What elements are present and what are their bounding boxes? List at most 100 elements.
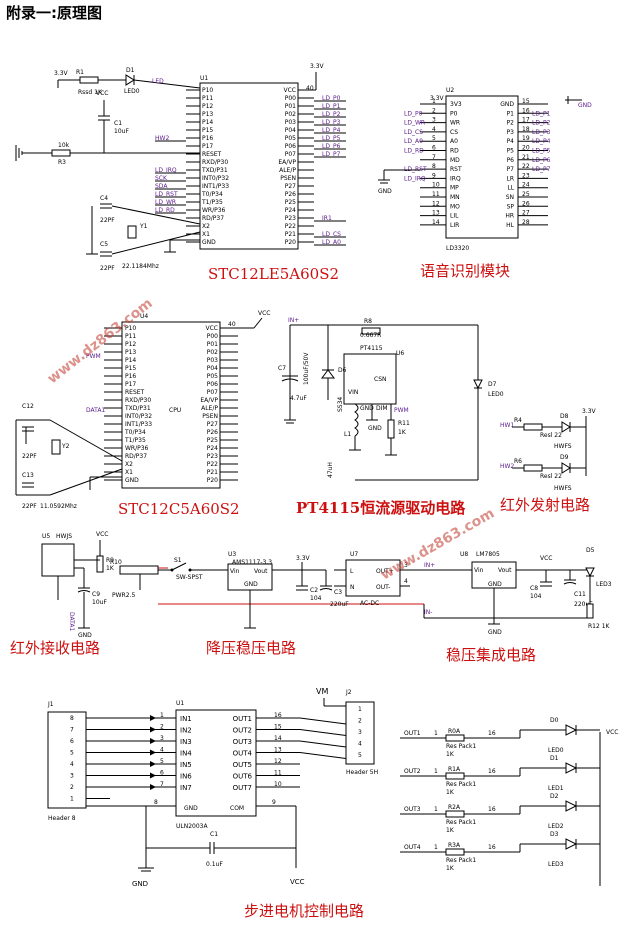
resistor-pack-icon bbox=[445, 810, 465, 818]
regulator-block: U7 AC-DC L N OUT+ OUT- 3 4 IN+ IN- U8 LM… bbox=[334, 547, 612, 636]
u4-left-pin-label: P17 bbox=[125, 381, 136, 388]
r8-resistor bbox=[361, 327, 381, 335]
u4-left-pin-label: X2 bbox=[125, 461, 133, 468]
r12-resistor bbox=[586, 603, 594, 619]
uln-output-number: 10 bbox=[274, 781, 282, 788]
u4-ref: U4 bbox=[140, 313, 148, 320]
u2-right-pin-number: 25 bbox=[522, 191, 530, 198]
y2-value: 11.0592Mhz bbox=[40, 503, 77, 510]
r9-ref: R9 bbox=[106, 557, 114, 564]
u8-vout: Vout bbox=[498, 567, 512, 574]
uln-input-number: 7 bbox=[160, 781, 164, 788]
u2-left-pins: 3V31P02LD_P0WR3LD_WRCS4LD_CSA05LD_A0RD6L… bbox=[404, 95, 462, 229]
uln-output-label: OUT5 bbox=[233, 761, 252, 769]
d5-value: LED3 bbox=[596, 581, 612, 588]
u7-body bbox=[345, 559, 401, 597]
u1-left-net: LD_IRQ bbox=[155, 167, 177, 174]
u1-v33-label: 3.3V bbox=[54, 70, 69, 77]
c5-ref: C5 bbox=[100, 241, 108, 248]
d1-ref: D1 bbox=[126, 67, 135, 74]
u1-right-pin-label: P05 bbox=[285, 135, 296, 142]
u8-ref: U8 bbox=[460, 551, 468, 558]
u4-left-pin-label: P11 bbox=[125, 333, 136, 340]
c9-ref: C9 bbox=[92, 591, 100, 598]
u2-left-net: LD_RD bbox=[404, 148, 424, 155]
u2-left-net: LD_WR bbox=[404, 120, 425, 127]
u4-right-pin-label: P07 bbox=[207, 389, 218, 396]
r12-label: R12 1K bbox=[588, 623, 611, 630]
u2-right-pin-label: P7 bbox=[507, 166, 515, 173]
led-ref: D3 bbox=[550, 831, 559, 838]
stepper-c1-ref: C1 bbox=[210, 831, 218, 838]
u1-left-pin-label: INT1/P33 bbox=[202, 183, 229, 190]
u4-right-pin-label: P00 bbox=[207, 333, 218, 340]
u1-left-net: SDA bbox=[155, 183, 168, 190]
d9-ir-led-icon bbox=[561, 462, 571, 474]
led-row-rval: 1K bbox=[446, 751, 455, 758]
u2-left-pin-label: MP bbox=[450, 185, 459, 192]
u4-left-pin-label: P13 bbox=[125, 349, 136, 356]
c3-ref: C3 bbox=[334, 589, 342, 596]
u6-value: PT4115 bbox=[360, 345, 383, 352]
u4-right-pin-label: VCC bbox=[206, 325, 218, 332]
r11-resistor bbox=[387, 419, 395, 439]
j2-pin-number: 5 bbox=[358, 752, 362, 759]
y2-crystal bbox=[51, 439, 61, 455]
u7-ref: U7 bbox=[350, 551, 358, 558]
u1-right-pin-label: VCC bbox=[284, 87, 296, 94]
uln-output-number: 14 bbox=[274, 735, 282, 742]
u2-left-pin-label: P0 bbox=[450, 110, 458, 117]
uln-input-number: 3 bbox=[160, 735, 164, 742]
c2-value: 104 bbox=[310, 595, 322, 602]
u6-ref: U6 bbox=[396, 350, 404, 357]
u1-right-pin-label: P07 bbox=[285, 151, 296, 158]
u2-right-net: LD_P7 bbox=[532, 166, 551, 173]
j1-value: Header 8 bbox=[48, 815, 76, 822]
u2-right-pin-number: 21 bbox=[522, 154, 530, 161]
u2-left-pin-number: 3 bbox=[432, 117, 436, 124]
u8-body bbox=[471, 561, 517, 589]
c7-ref: C7 bbox=[278, 365, 286, 372]
buck-v33: 3.3V bbox=[296, 555, 311, 562]
u1-left-net: LD_WR bbox=[155, 199, 176, 206]
u2-v33-label: 3.3V bbox=[430, 95, 445, 102]
uln-input-label: IN4 bbox=[180, 750, 192, 758]
u2-right-pin-label: P5 bbox=[507, 148, 515, 155]
u1-right-pin-label: P22 bbox=[285, 223, 296, 230]
u2-left-pin-number: 12 bbox=[432, 200, 440, 207]
led-ref: D2 bbox=[550, 793, 559, 800]
j2-pin-number: 3 bbox=[358, 729, 362, 736]
u2-right-net: LD_P2 bbox=[532, 120, 551, 127]
u4-right-pin-label: P01 bbox=[207, 341, 218, 348]
uln-to-j2-line bbox=[299, 717, 347, 725]
u1-right-pin-label: PSEN bbox=[280, 175, 296, 182]
u2-right-pin-label: P6 bbox=[507, 157, 515, 164]
u1-right-net: IR1 bbox=[322, 215, 332, 222]
u1-left-pin-label: X1 bbox=[202, 231, 210, 238]
uln-output-number: 15 bbox=[274, 724, 282, 731]
u2-right-pin-label: HL bbox=[506, 222, 515, 229]
r3-ref: R3 bbox=[58, 159, 66, 166]
u1-right-pin-label: ALE/P bbox=[279, 167, 296, 174]
led-row-pin-16: 16 bbox=[488, 768, 496, 775]
uln-input-label: IN7 bbox=[180, 784, 192, 792]
u1-left-pin-label: INT0/P32 bbox=[202, 175, 229, 182]
u4-right-pin-label: ALE/P bbox=[201, 405, 218, 412]
r10-ref: R10 bbox=[110, 559, 122, 566]
u4-pin40: 40 bbox=[228, 321, 236, 328]
u1-right-pin-label: EA/VP bbox=[278, 159, 296, 166]
u1-left-net: HW2 bbox=[155, 135, 169, 142]
u4-right-pin-label: P26 bbox=[207, 429, 218, 436]
u2-left-net: LD_CS bbox=[404, 129, 423, 136]
j2-pin-number: 1 bbox=[358, 706, 362, 713]
u1-left-pin-label: GND bbox=[202, 239, 216, 246]
u1-right-net: LD_P4 bbox=[322, 127, 341, 134]
d1-led-icon bbox=[125, 74, 135, 86]
u1-left-pin-label: T1/P35 bbox=[201, 199, 223, 206]
uln-input-number: 4 bbox=[160, 747, 164, 754]
u2-left-net: LD_IRQ bbox=[404, 175, 426, 182]
u2-right-pin-label: LR bbox=[506, 175, 514, 182]
u2-ref: U2 bbox=[446, 87, 454, 94]
